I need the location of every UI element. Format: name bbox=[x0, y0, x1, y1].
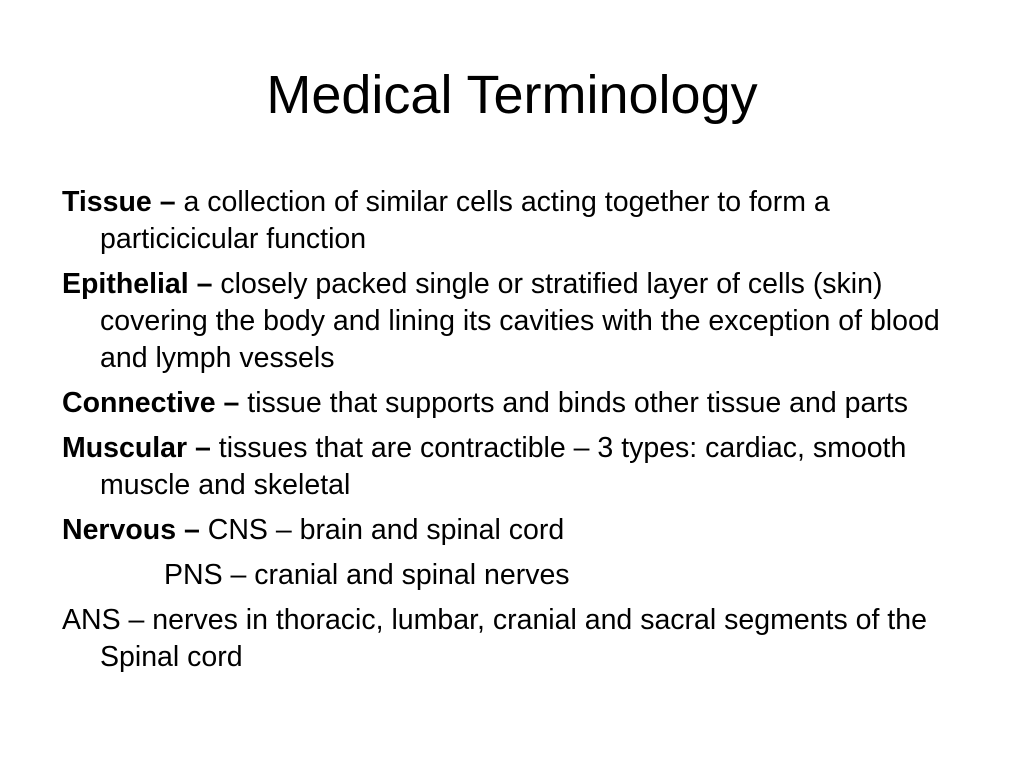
entry-ans: ANS – nerves in thoracic, lumbar, crania… bbox=[62, 602, 962, 676]
text-ans: ANS – nerves in thoracic, lumbar, crania… bbox=[62, 604, 927, 673]
definition-list: Tissue – a collection of similar cells a… bbox=[62, 184, 962, 684]
definition-connective: tissue that supports and binds other tis… bbox=[239, 387, 908, 419]
definition-tissue: a collection of similar cells acting tog… bbox=[100, 186, 830, 255]
definition-muscular: tissues that are contractible – 3 types:… bbox=[100, 432, 907, 501]
term-muscular: Muscular – bbox=[62, 432, 211, 464]
entry-epithelial: Epithelial – closely packed single or st… bbox=[62, 266, 962, 377]
term-tissue: Tissue – bbox=[62, 186, 176, 218]
entry-muscular: Muscular – tissues that are contractible… bbox=[62, 430, 962, 504]
entry-tissue: Tissue – a collection of similar cells a… bbox=[62, 184, 962, 258]
term-nervous: Nervous – bbox=[62, 514, 200, 546]
definition-epithelial: closely packed single or stratified laye… bbox=[100, 268, 940, 374]
term-connective: Connective – bbox=[62, 387, 240, 419]
definition-nervous: CNS – brain and spinal cord bbox=[199, 514, 565, 546]
entry-connective: Connective – tissue that supports and bi… bbox=[62, 385, 962, 422]
entry-nervous: Nervous – CNS – brain and spinal cord bbox=[62, 512, 962, 549]
text-pns: PNS – cranial and spinal nerves bbox=[164, 559, 570, 591]
term-epithelial: Epithelial – bbox=[62, 268, 213, 300]
slide-title: Medical Terminology bbox=[266, 65, 758, 125]
entry-pns: PNS – cranial and spinal nerves bbox=[62, 557, 962, 594]
